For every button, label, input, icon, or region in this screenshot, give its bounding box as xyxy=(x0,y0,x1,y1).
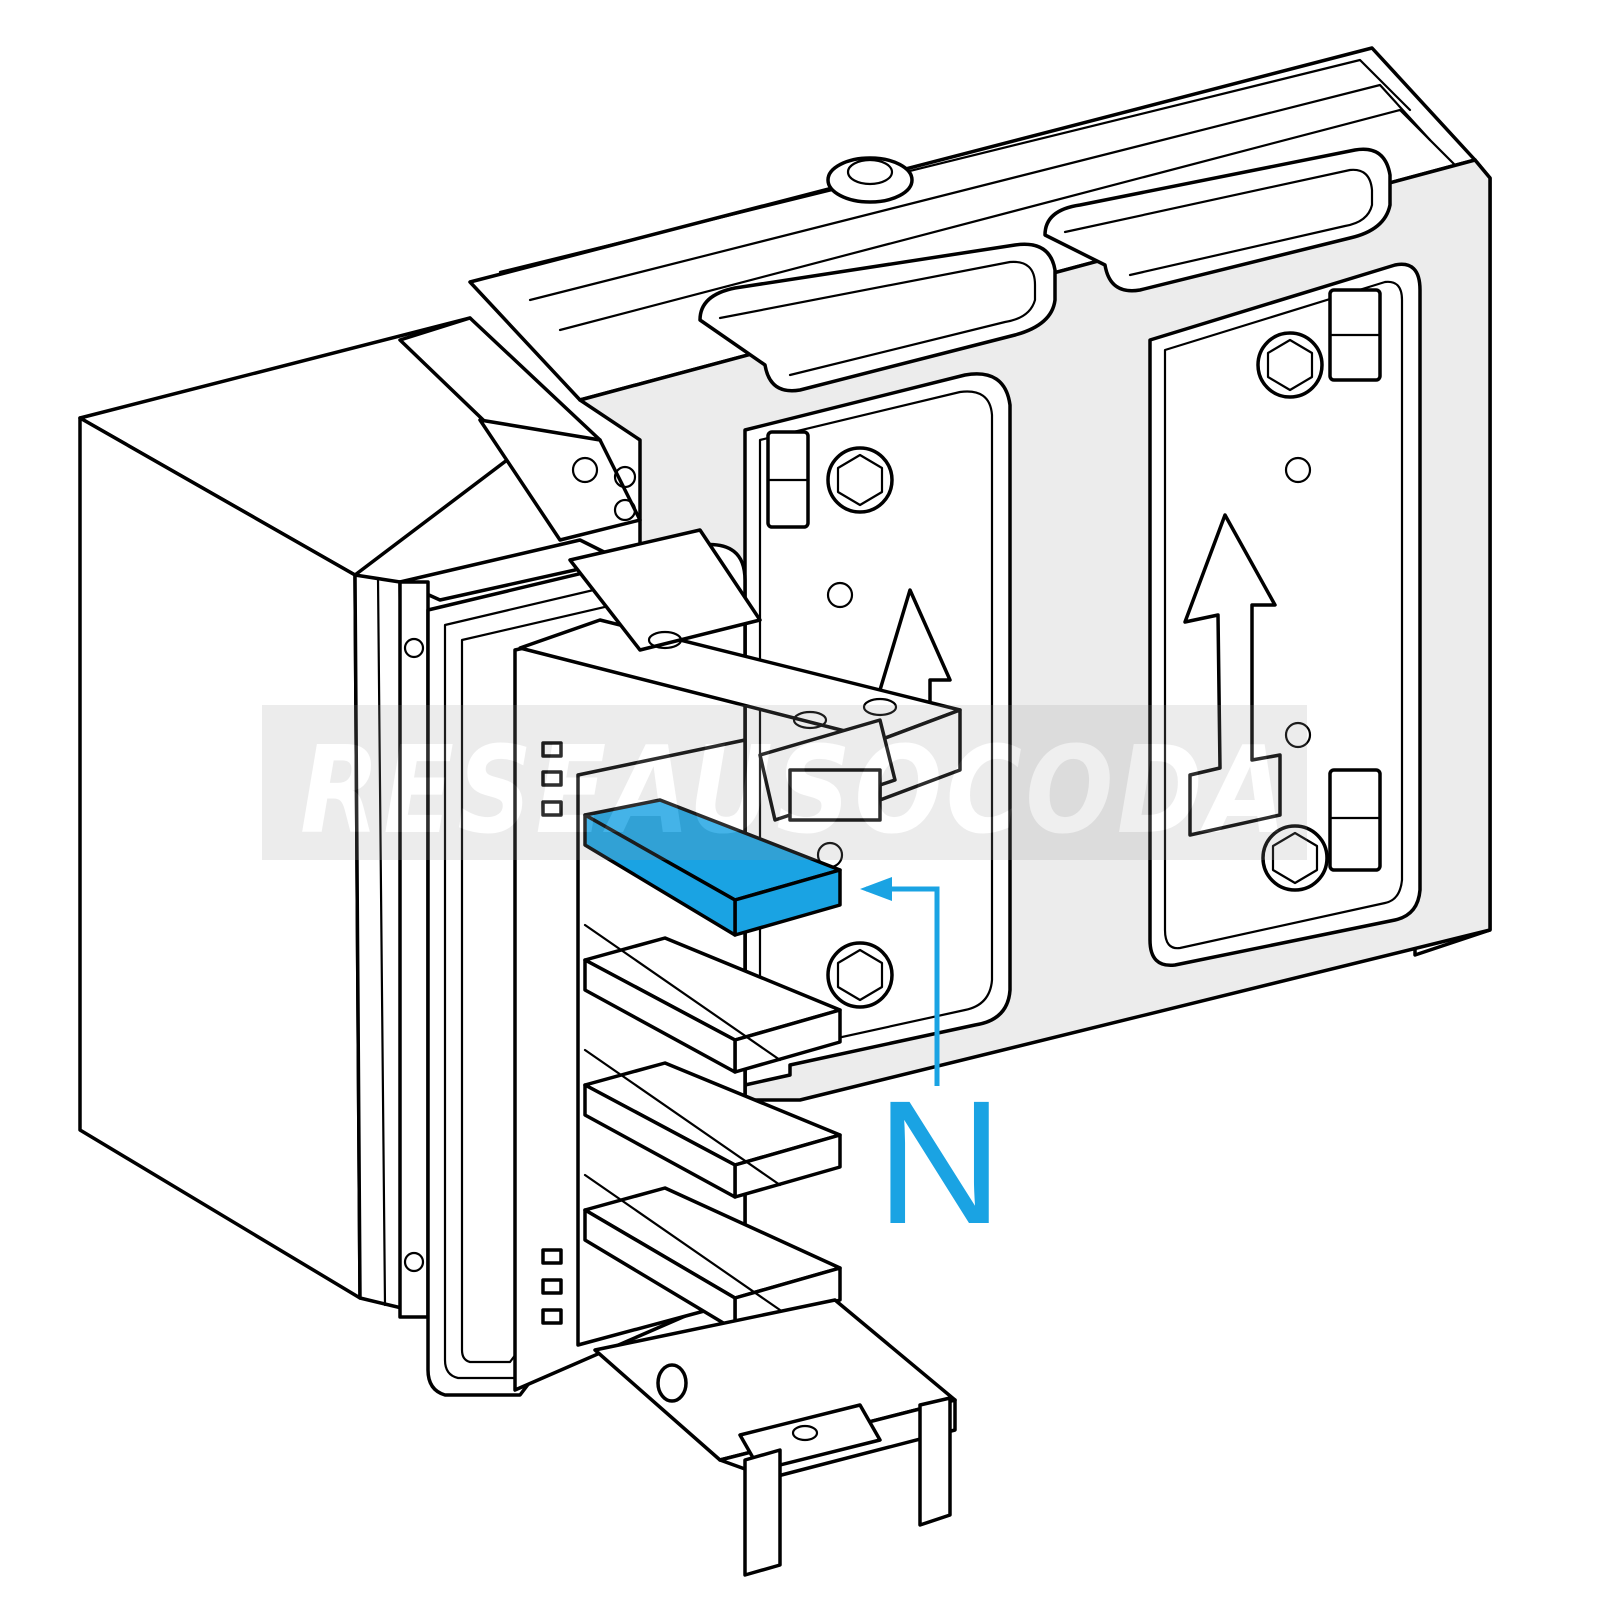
busbars xyxy=(583,798,842,1332)
bottom-support-rail xyxy=(593,1298,957,1577)
watermark-text: RESEAUSOCODA xyxy=(300,722,1290,861)
phase-busbar-2 xyxy=(583,1061,842,1199)
neutral-label: N xyxy=(876,1065,1003,1261)
callout-arrowhead xyxy=(860,877,892,901)
phase-busbar-1 xyxy=(583,936,842,1074)
neutral-callout: N xyxy=(860,877,1003,1261)
joint-panel-right xyxy=(1043,147,1422,968)
neutral-busbar xyxy=(583,798,842,937)
neutral-busbar-side xyxy=(583,813,737,937)
top-bracket xyxy=(518,528,962,822)
watermark: RESEAUSOCODA xyxy=(262,705,1307,861)
